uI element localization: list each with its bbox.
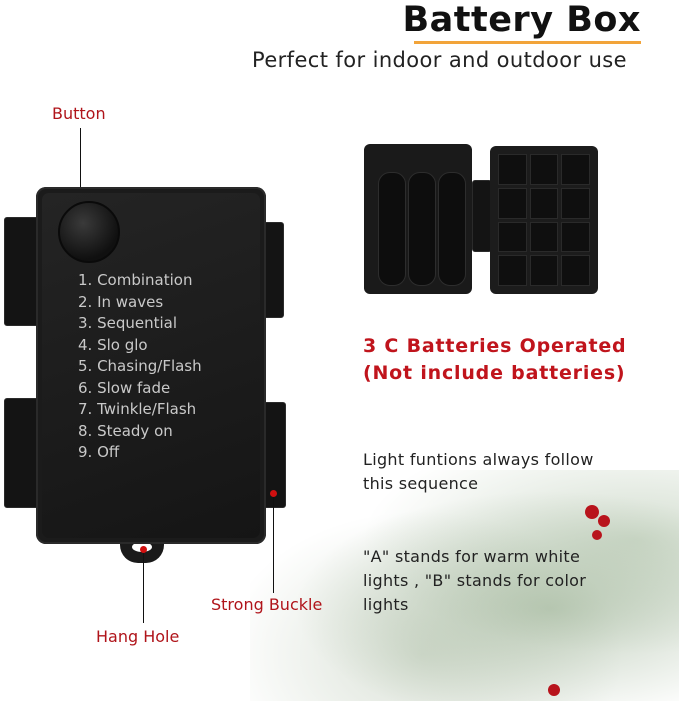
battery-box-front (36, 187, 266, 544)
mode-item: 9. Off (78, 443, 120, 461)
mode-item: 5. Chasing/Flash (78, 357, 202, 375)
buckle-marker-dot (270, 490, 277, 497)
batteries-not-included: (Not include batteries) (363, 362, 626, 384)
mode-button (58, 201, 120, 263)
pine-foliage-background (250, 470, 679, 701)
right-clip-bottom (262, 402, 286, 508)
battery-compartment (364, 144, 472, 294)
mode-item: 3. Sequential (78, 314, 178, 332)
hang-hole-leader-line (143, 553, 144, 623)
left-hinge-bottom (4, 398, 42, 508)
mode-item: 4. Slo glo (78, 335, 148, 354)
battery-box-lid-inner (490, 146, 598, 294)
mode-item: 1. Combination (78, 271, 193, 289)
mode-item: 2. In waves (78, 292, 164, 311)
battery-requirement: 3 C Batteries Operated (363, 335, 627, 357)
lid-ribbing (498, 154, 590, 286)
battery-slot (378, 172, 406, 286)
berry (548, 684, 560, 696)
mode-item: 8. Steady on (78, 421, 173, 440)
button-callout-label: Button (52, 104, 106, 123)
berry (598, 515, 610, 527)
berry (592, 530, 602, 540)
left-hinge-top (4, 217, 42, 326)
ab-legend-note: "A" stands for warm white lights , "B" s… (363, 547, 587, 614)
battery-box-face (42, 193, 260, 538)
strong-buckle-callout-label: Strong Buckle (211, 595, 323, 614)
battery-slot (438, 172, 466, 286)
mode-list: 1. Combination 2. In waves 3. Sequential… (78, 270, 202, 464)
battery-slot (408, 172, 436, 286)
mode-item: 7. Twinkle/Flash (78, 400, 197, 418)
title-underline (414, 41, 641, 44)
button-leader-line (80, 128, 81, 214)
berry (585, 505, 599, 519)
hang-hole-callout-label: Hang Hole (96, 627, 180, 646)
sequence-note: Light funtions always follow this sequen… (363, 450, 594, 493)
buckle-leader-line (273, 497, 274, 593)
open-battery-box-photo (358, 140, 618, 308)
page-title: Battery Box (402, 0, 641, 40)
hang-hole-marker-dot (140, 546, 147, 553)
page-subtitle: Perfect for indoor and outdoor use (252, 48, 627, 72)
open-box-hinge (472, 180, 492, 252)
mode-item: 6. Slow fade (78, 378, 171, 397)
